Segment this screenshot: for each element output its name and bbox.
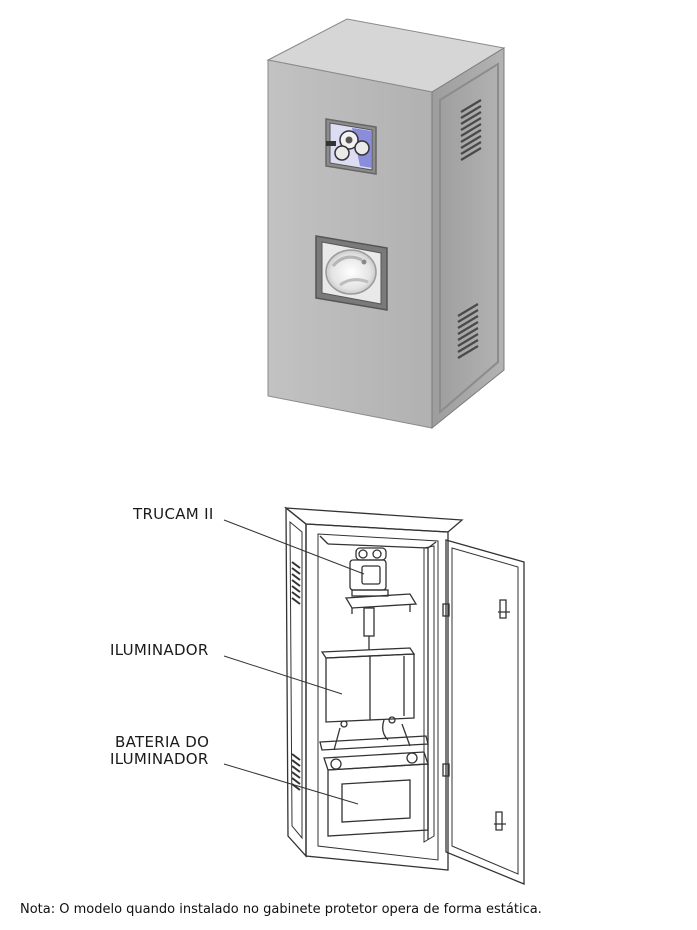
camera-lens-icon (334, 145, 350, 161)
leader-line-trucam (223, 519, 365, 575)
label-trucam: TRUCAM II (132, 505, 214, 523)
open-cabinet-drawing (223, 506, 525, 885)
camera-lens-icon (354, 140, 370, 156)
door-latch-upper-icon (498, 599, 510, 619)
label-bateria-line1: BATERIA DO (115, 733, 209, 751)
cabinet-left-side (285, 506, 307, 858)
illuminator-window (315, 235, 388, 311)
trucam-device (344, 547, 418, 650)
leader-line-iluminador (223, 655, 343, 695)
cabinet-side-door-frame (439, 62, 499, 415)
illuminator-device (320, 647, 416, 741)
battery-device (323, 751, 429, 837)
footnote: Nota: O modelo quando instalado no gabin… (20, 902, 542, 917)
open-door (442, 539, 525, 885)
label-iluminador: ILUMINADOR (110, 641, 209, 659)
cabinet-side-face (431, 47, 505, 430)
leader-line-bateria (223, 763, 359, 805)
side-vent-drawing-upper (291, 561, 301, 605)
closed-cabinet-render (266, 18, 506, 430)
label-bateria-line2: ILUMINADOR (110, 750, 209, 768)
door-latch-lower-icon (494, 811, 506, 831)
side-vent-lower (457, 303, 479, 359)
side-vent-drawing-lower (291, 753, 301, 791)
camera-window (325, 118, 377, 175)
side-vent-upper (460, 99, 482, 161)
cabinet-front-frame (305, 523, 449, 871)
